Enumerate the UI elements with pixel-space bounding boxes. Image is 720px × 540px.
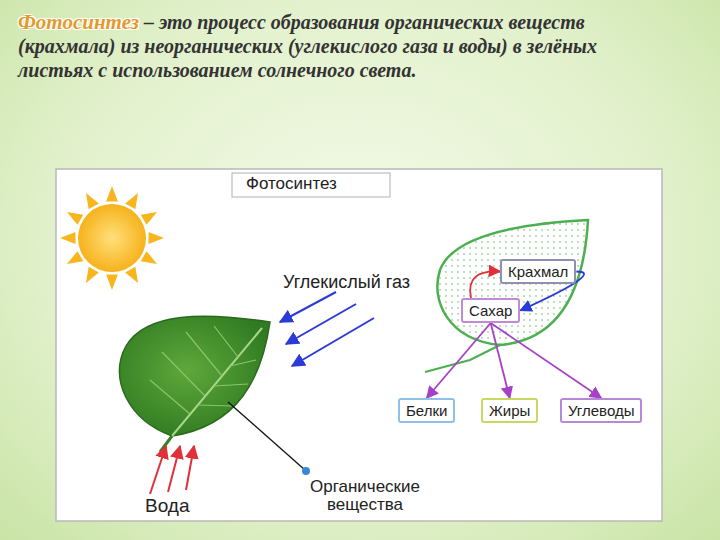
- sun-ray: [60, 232, 75, 244]
- water-arrows: [150, 446, 194, 494]
- panel: [56, 169, 662, 521]
- leaf-outline: [425, 220, 588, 372]
- arrow-connector: [470, 271, 500, 298]
- substance-box: Жиры: [481, 398, 538, 423]
- panel-title: Фотосинтез: [246, 175, 337, 193]
- co2-label: Углекислый газ: [270, 273, 410, 291]
- substance-box: Крахмал: [500, 259, 576, 284]
- water-label: Вода: [145, 497, 189, 515]
- box-text: Сахар: [469, 302, 512, 319]
- sun-ray: [125, 267, 138, 283]
- sun-ray: [125, 193, 138, 209]
- sun-ray: [67, 251, 83, 264]
- sun-ray: [86, 267, 99, 283]
- sun-ray: [149, 232, 164, 244]
- box-text: Белки: [406, 402, 447, 419]
- box-text: Жиры: [489, 402, 530, 419]
- substance-box: Углеводы: [560, 398, 642, 423]
- sun-ray: [67, 212, 83, 225]
- sun: [60, 186, 164, 290]
- definition-term: Фотосинтез: [18, 10, 139, 34]
- organic-label: Органические вещества: [280, 478, 450, 514]
- sun-ray: [86, 193, 99, 209]
- substance-box: Сахар: [461, 298, 520, 323]
- green-leaf: [119, 316, 270, 452]
- arrow-connector: [491, 323, 602, 398]
- panel-tab: [232, 173, 390, 197]
- definition: Фотосинтез – это процесс образования орг…: [18, 10, 658, 82]
- leader-dot: [302, 467, 310, 475]
- co2-arrows: [280, 292, 374, 366]
- box-text: Крахмал: [508, 263, 568, 280]
- leader-line: [228, 402, 305, 470]
- substance-box: Белки: [398, 398, 455, 423]
- sun-ray: [141, 212, 157, 225]
- sun-ray: [106, 275, 118, 290]
- sun-ray: [106, 186, 118, 201]
- box-text: Углеводы: [568, 402, 634, 419]
- arrow-connector: [427, 323, 491, 398]
- sun-ray: [141, 251, 157, 264]
